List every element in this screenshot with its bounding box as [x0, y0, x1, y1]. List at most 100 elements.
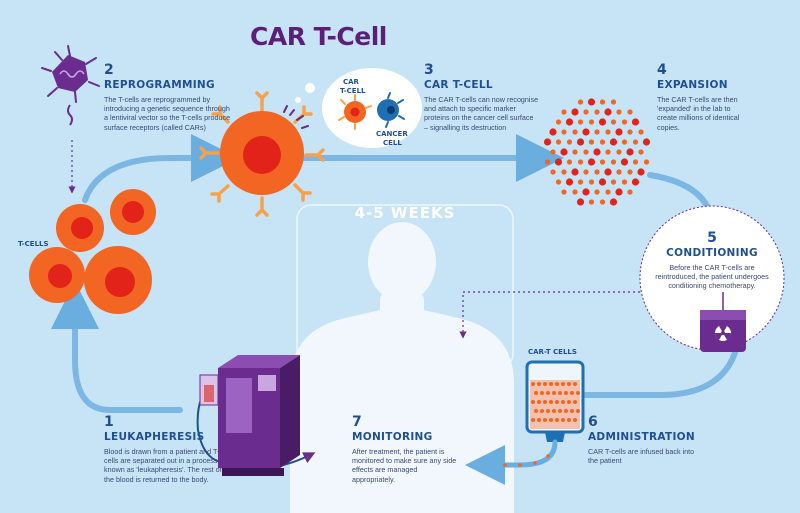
- cluster-cell: [588, 179, 595, 185]
- cluster-cell: [609, 198, 618, 206]
- step-number: 1: [104, 414, 114, 430]
- step-heading: REPROGRAMMING: [104, 79, 215, 91]
- step-heading: CAR T-CELL: [424, 79, 493, 91]
- bag-cell: [570, 409, 574, 413]
- lentiviral-vector-icon: [41, 45, 100, 194]
- bag-cell: [573, 382, 577, 386]
- bag-cell: [537, 400, 541, 404]
- cluster-cell: [605, 149, 611, 155]
- step-heading: MONITORING: [352, 431, 433, 443]
- leukapheresis-machine: [196, 355, 316, 476]
- cluster-cell: [599, 99, 606, 105]
- car-t-cell-label-line2: T-CELL: [340, 87, 366, 95]
- bag-cell: [543, 418, 547, 422]
- car-t-infusion-bag: [465, 360, 585, 485]
- reprogrammed-t-cell: [199, 91, 325, 217]
- cluster-cell: [582, 128, 590, 136]
- bag-cell: [534, 391, 538, 395]
- step-leukapheresis: 1 LEUKAPHERESIS Blood is drawn from a pa…: [104, 414, 222, 484]
- cluster-cell: [588, 199, 595, 205]
- bag-cell: [540, 409, 544, 413]
- cluster-cell: [616, 169, 622, 175]
- step-expansion: 4 EXPANSION The CAR T-cells are then 'ex…: [657, 62, 749, 132]
- cluster-cell: [632, 159, 639, 165]
- cluster-cell: [615, 188, 623, 196]
- cluster-cell: [566, 139, 573, 145]
- arrow-leukapheresis-to-tcells: [51, 281, 183, 413]
- cluster-cell: [587, 98, 596, 106]
- cluster-cell: [571, 108, 579, 116]
- bag-cell: [564, 409, 568, 413]
- bag-cell: [552, 409, 556, 413]
- cluster-cell: [642, 138, 651, 146]
- step-description: CAR T-cells are infused back into the pa…: [588, 447, 695, 466]
- cluster-cell: [615, 128, 623, 136]
- cluster-cell: [620, 158, 629, 166]
- step-conditioning: 5 CONDITIONING Before the CAR T-cells ar…: [654, 230, 770, 291]
- step-heading: LEUKAPHERESIS: [104, 431, 205, 443]
- cluster-cell: [631, 118, 640, 126]
- bag-cell: [546, 409, 550, 413]
- step-description: Blood is drawn from a patient and T-cell…: [104, 447, 222, 484]
- bag-cell: [531, 382, 535, 386]
- bag-cell: [543, 400, 547, 404]
- cluster-cell: [627, 129, 633, 135]
- step-number: 2: [104, 62, 114, 78]
- cluster-cell: [544, 159, 551, 165]
- dotted-arrow-conditioning-to-patient: [459, 291, 640, 339]
- cluster-cell: [582, 188, 590, 196]
- cluster-cell: [572, 189, 578, 195]
- cluster-cell: [610, 159, 617, 165]
- cluster-cell: [627, 109, 633, 115]
- cluster-cell: [621, 119, 628, 125]
- cluster-cell: [626, 148, 634, 156]
- cluster-cell: [610, 119, 617, 125]
- bag-cell: [543, 382, 547, 386]
- cluster-cell: [587, 158, 596, 166]
- cluster-cell: [561, 109, 567, 115]
- bag-cell: [537, 382, 541, 386]
- bag-cell: [567, 400, 571, 404]
- duration-label: 4-5 WEEKS: [354, 204, 456, 222]
- cluster-cell: [571, 168, 579, 176]
- cluster-cell: [572, 149, 578, 155]
- bag-cell: [576, 391, 580, 395]
- patient-silhouette: [290, 222, 514, 513]
- bag-cell: [567, 418, 571, 422]
- cluster-cell: [550, 169, 556, 175]
- arrow-tcells-to-car: [82, 134, 239, 203]
- cancer-cell-label-line2: CELL: [383, 139, 402, 147]
- cluster-cell: [621, 139, 628, 145]
- bag-cell: [552, 391, 556, 395]
- cluster-cell: [561, 129, 567, 135]
- cluster-cell: [583, 149, 589, 155]
- step-description: After treatment, the patient is monitore…: [352, 447, 457, 484]
- cluster-cell: [565, 178, 574, 186]
- bag-cell: [561, 382, 565, 386]
- cluster-cell: [576, 138, 585, 146]
- cluster-cell: [616, 109, 622, 115]
- cluster-cell: [594, 169, 600, 175]
- bag-cell: [549, 400, 553, 404]
- bag-cell: [570, 391, 574, 395]
- cluster-cell: [593, 148, 601, 156]
- cluster-cell: [632, 139, 639, 145]
- conditioning-panel: [639, 205, 785, 352]
- step-car-t-cell: 3 CAR T-CELL The CAR T-cells can now rec…: [424, 62, 539, 132]
- bag-cell: [561, 400, 565, 404]
- genetic-sequence-icon: [67, 104, 73, 126]
- bag-cell: [555, 382, 559, 386]
- t-cells: [29, 189, 156, 314]
- bag-cell: [558, 391, 562, 395]
- bag-cell: [540, 391, 544, 395]
- cluster-cell: [638, 149, 644, 155]
- cluster-cell: [598, 118, 607, 126]
- cluster-cell: [599, 159, 606, 165]
- cluster-cell: [604, 168, 612, 176]
- page-title: CAR T-Cell: [250, 22, 387, 51]
- cluster-cell: [588, 139, 595, 145]
- cluster-cell: [594, 129, 600, 135]
- cluster-cell: [583, 109, 589, 115]
- cluster-cell: [550, 149, 556, 155]
- cluster-cell: [616, 149, 622, 155]
